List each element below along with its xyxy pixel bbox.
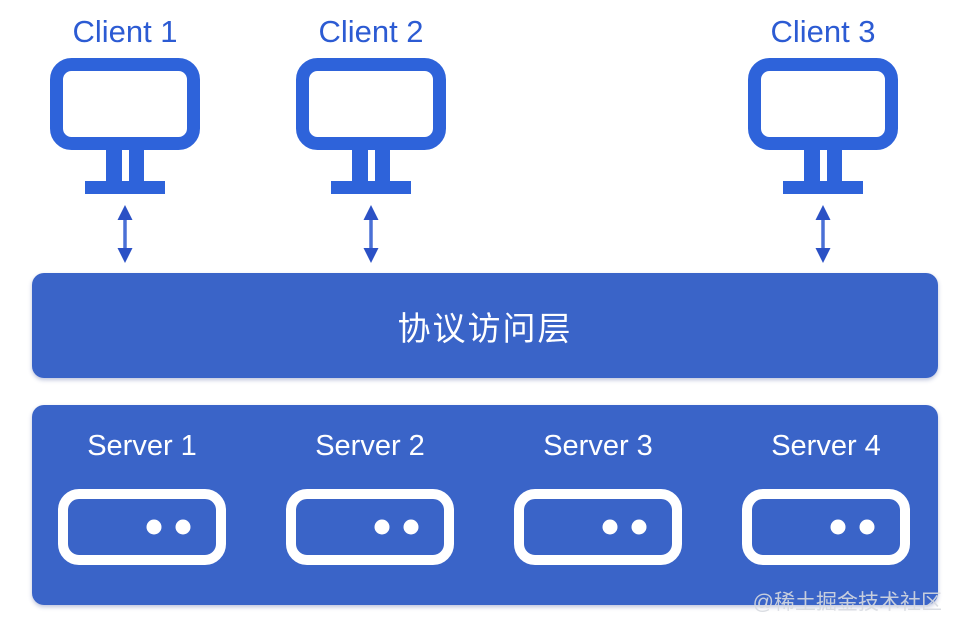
- server-icon: [742, 489, 910, 565]
- server-3-label: Server 3: [543, 430, 653, 462]
- client-2-label: Client 2: [318, 14, 424, 49]
- watermark-text: @稀土掘金技术社区: [752, 591, 942, 614]
- client-3-label: Client 3: [770, 14, 876, 49]
- server-icon: [514, 489, 682, 565]
- double-arrow-icon: [815, 205, 831, 263]
- monitor-icon: [748, 58, 898, 194]
- server-3-group: Server 3: [514, 429, 682, 605]
- double-arrow-icon: [117, 205, 133, 263]
- server-2-label: Server 2: [315, 430, 425, 462]
- server-layer-panel: Server 1 Server 2 Server 3: [32, 405, 938, 605]
- server-1-label: Server 1: [87, 430, 197, 462]
- server-1-group: Server 1: [58, 429, 226, 605]
- server-icon: [286, 489, 454, 565]
- protocol-access-layer-label: 协议访问层: [397, 309, 573, 347]
- client-1-label: Client 1: [72, 14, 178, 49]
- server-4-group: Server 4: [742, 429, 910, 605]
- server-icon: [58, 489, 226, 565]
- server-4-label: Server 4: [771, 430, 881, 462]
- monitor-icon: [50, 58, 200, 194]
- client-2-group: Client 2: [294, 12, 448, 264]
- client-3-group: Client 3: [746, 12, 900, 264]
- protocol-access-layer: 协议访问层: [32, 273, 938, 378]
- monitor-icon: [296, 58, 446, 194]
- client-1-group: Client 1: [48, 12, 202, 264]
- double-arrow-icon: [363, 205, 379, 263]
- server-2-group: Server 2: [286, 429, 454, 605]
